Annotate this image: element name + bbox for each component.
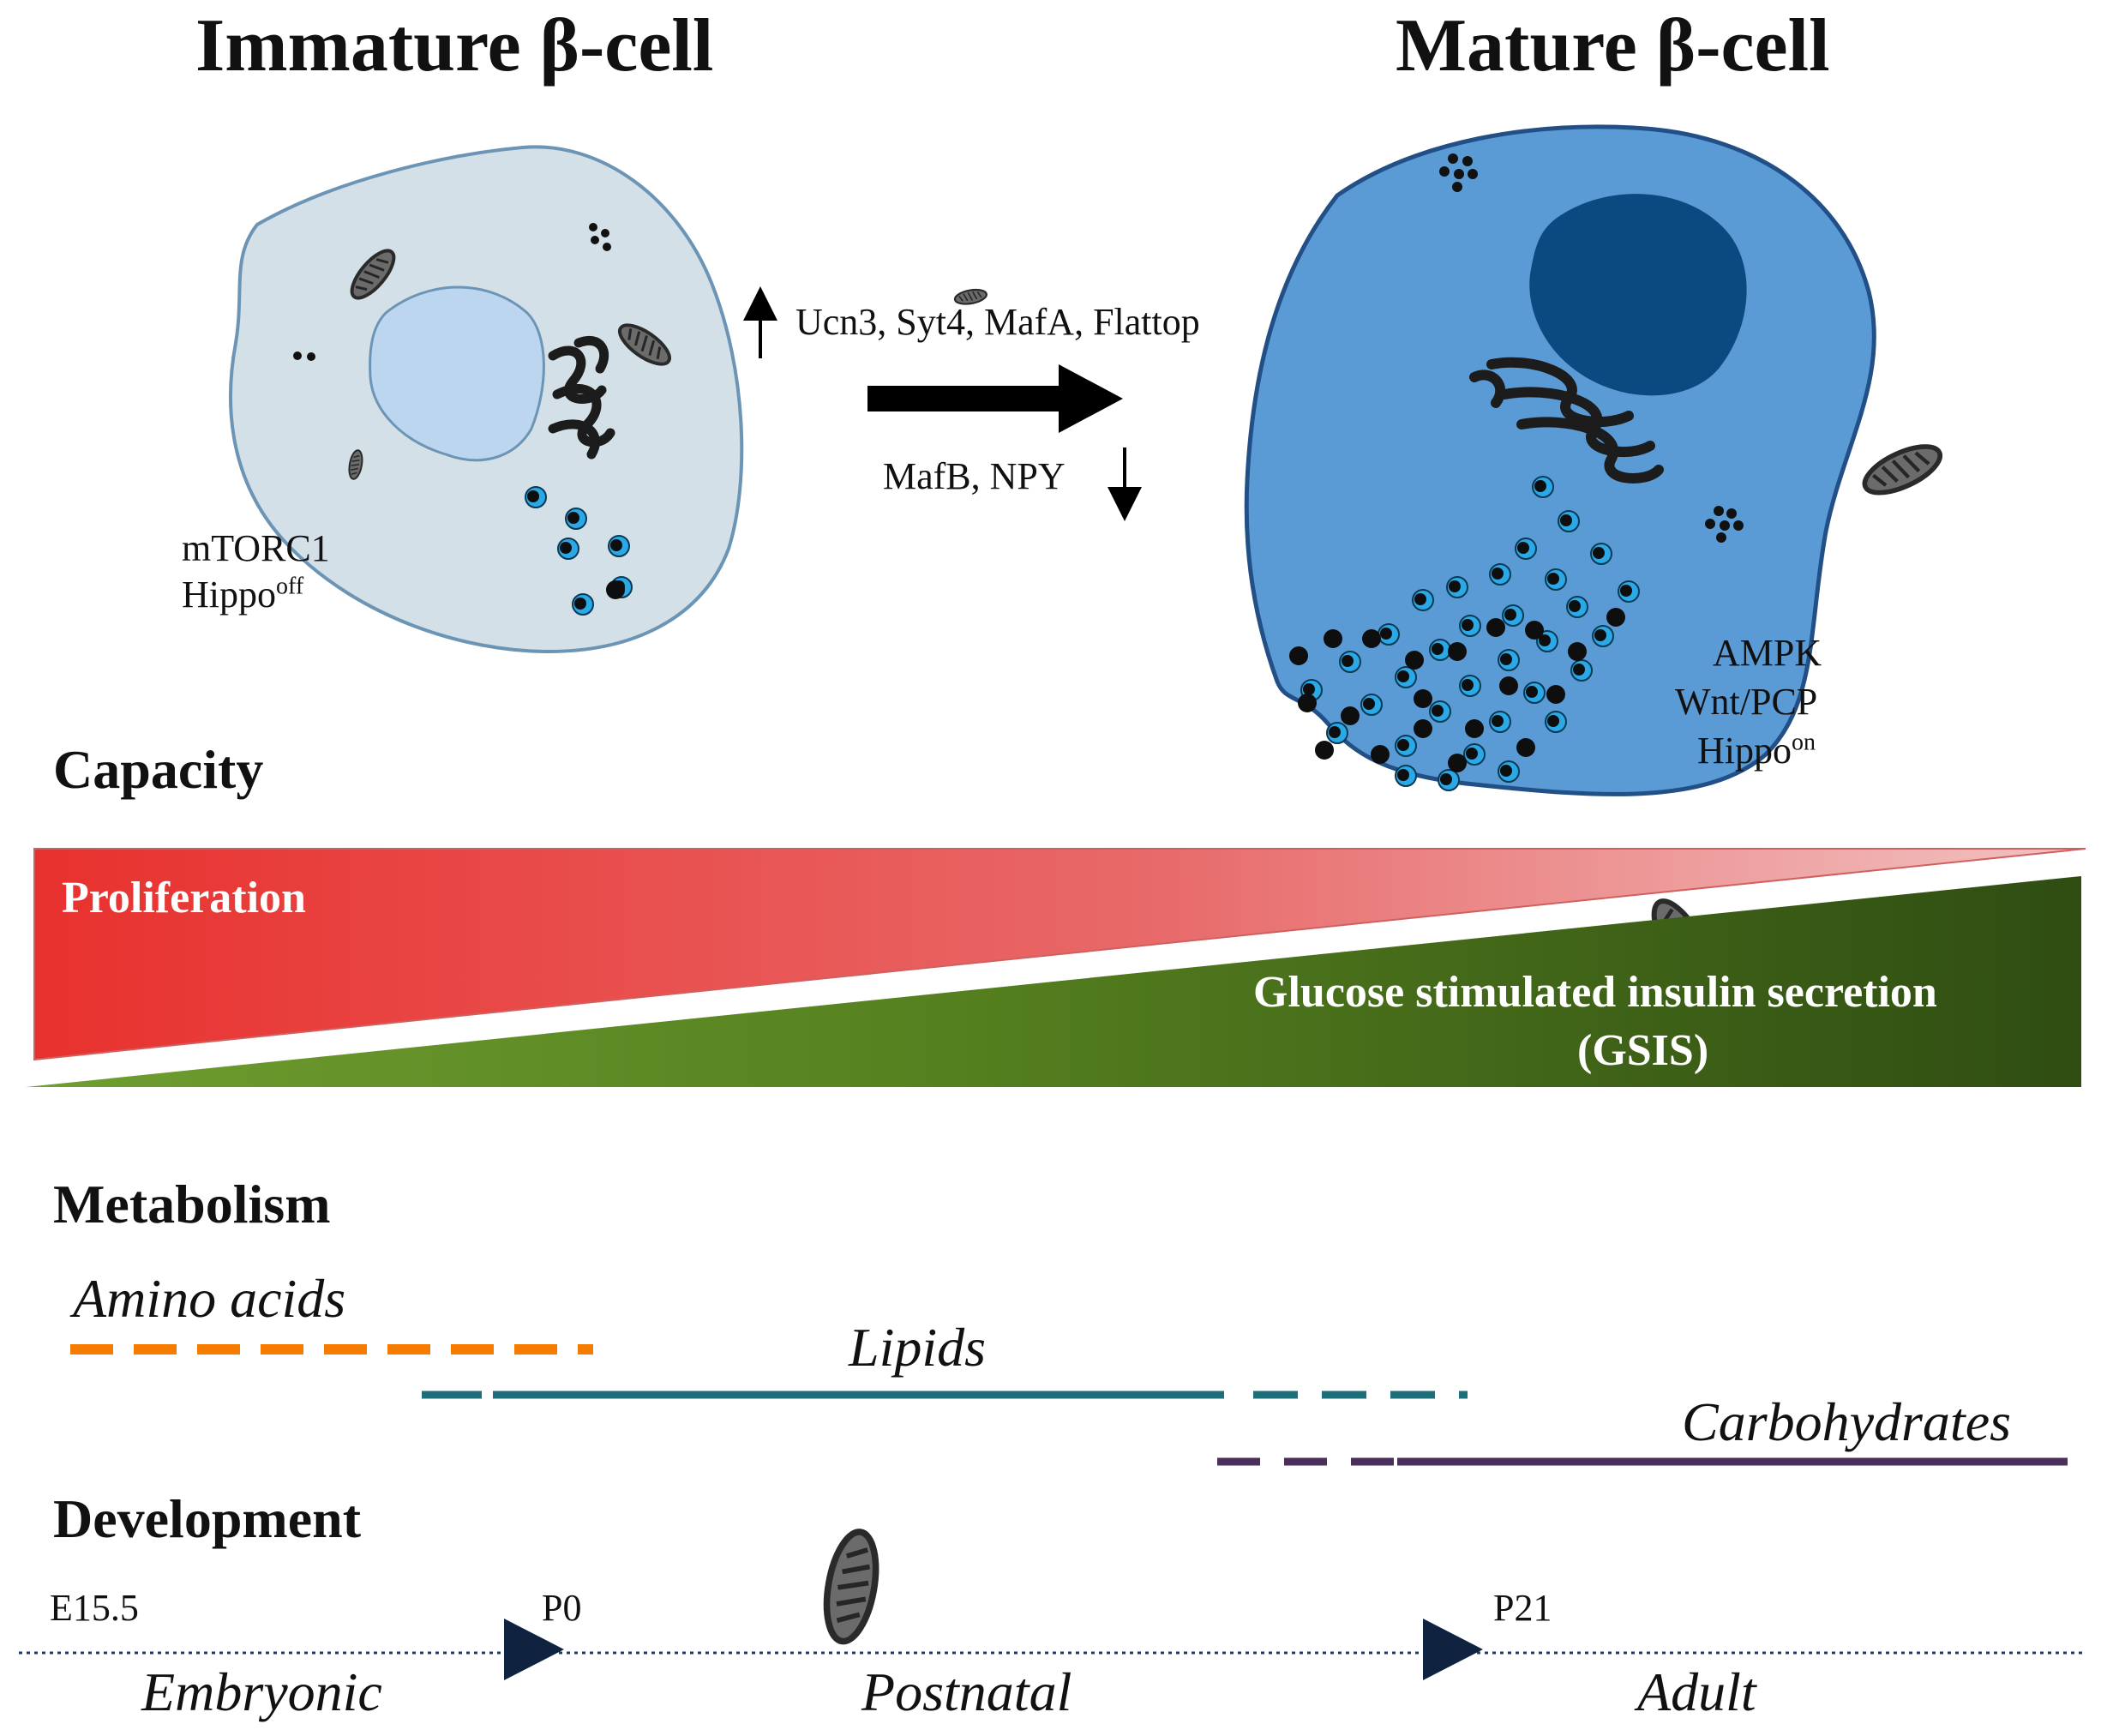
transition-arrows xyxy=(743,286,1142,521)
immature-title: Immature β-cell xyxy=(195,4,714,87)
proliferation-wedge xyxy=(33,848,2086,1061)
development-heading: Development xyxy=(53,1488,362,1549)
proliferation-label: Proliferation xyxy=(62,874,306,922)
immature-cell xyxy=(229,145,744,654)
immature-signal-hippo: Hippooff xyxy=(182,573,304,616)
amino-acids-label: Amino acids xyxy=(73,1268,346,1329)
mature-signal-wnt-pcp: Wnt/PCP xyxy=(1675,681,1818,723)
mature-golgi xyxy=(1469,357,1664,484)
e15-5-label: E15.5 xyxy=(50,1587,139,1629)
embryonic-label: Embryonic xyxy=(141,1661,382,1722)
capacity-wedges xyxy=(26,848,2086,1087)
immature-signal-mtorc1: mTORC1 xyxy=(182,527,330,569)
gsis-wedge xyxy=(26,876,2081,1087)
mature-cell xyxy=(819,124,2101,1645)
mature-signal-hippo: Hippoon xyxy=(1697,729,1816,772)
p21-marker xyxy=(1423,1619,1483,1680)
downregulated-genes: MafB, NPY xyxy=(883,455,1066,497)
upregulated-genes: Ucn3, Syt4, MafA, Flattop xyxy=(795,301,1200,343)
mature-title: Mature β-cell xyxy=(1396,4,1830,87)
immature-golgi xyxy=(548,335,615,460)
capacity-heading: Capacity xyxy=(53,739,264,800)
mature-signal-ampk: AMPK xyxy=(1713,632,1822,674)
mature-nucleus xyxy=(1529,194,1747,396)
gsis-label-line1: Glucose stimulated insulin secretion xyxy=(1253,968,1937,1017)
mature-dots xyxy=(1439,153,1744,543)
immature-dots xyxy=(293,223,611,361)
immature-nucleus xyxy=(369,285,545,462)
carbohydrates-label: Carbohydrates xyxy=(1682,1391,2011,1452)
development-timeline xyxy=(19,1619,2085,1680)
big-right-arrow xyxy=(867,364,1123,433)
p21-label: P21 xyxy=(1493,1587,1552,1629)
metabolism-lines xyxy=(70,1344,2068,1466)
gsis-label-line2: (GSIS) xyxy=(1577,1026,1709,1075)
p0-label: P0 xyxy=(542,1587,582,1629)
lipids-label: Lipids xyxy=(849,1317,987,1378)
mature-mito-6 xyxy=(1858,437,1947,502)
p0-marker xyxy=(504,1619,564,1680)
adult-label: Adult xyxy=(1637,1661,1756,1722)
metabolism-heading: Metabolism xyxy=(53,1174,331,1234)
mature-mito-4 xyxy=(819,1529,884,1645)
postnatal-label: Postnatal xyxy=(861,1661,1072,1722)
